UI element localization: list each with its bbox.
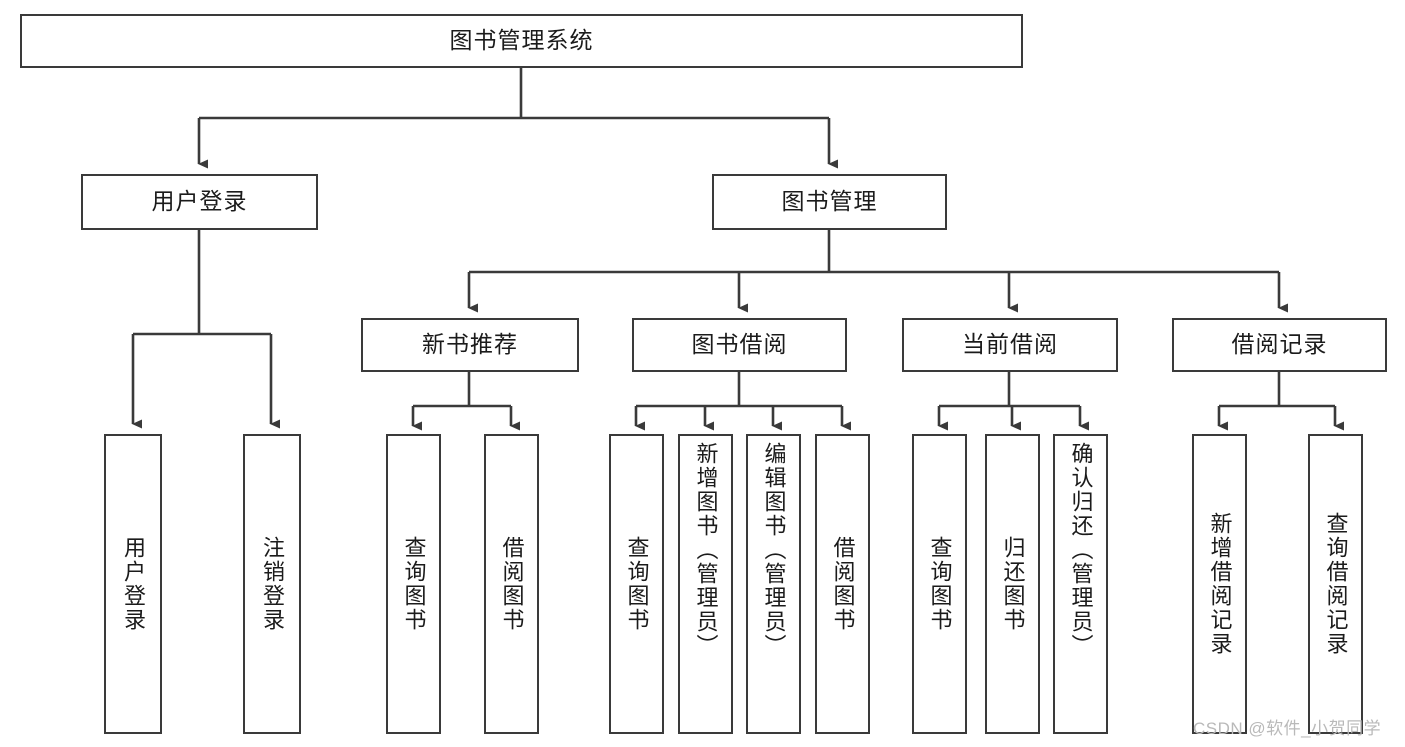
node-book-borrow-label: 图书借阅 (691, 331, 788, 358)
node-leaf-add-book-admin-label: 新增图书（管理员） (693, 442, 719, 658)
node-leaf-query-books-recommend[interactable]: 查询图书 (386, 434, 441, 734)
node-current-borrow[interactable]: 当前借阅 (902, 318, 1118, 372)
node-borrow-records[interactable]: 借阅记录 (1172, 318, 1387, 372)
node-leaf-user-login[interactable]: 用户登录 (104, 434, 162, 734)
node-leaf-logout-label: 注销登录 (260, 536, 285, 632)
node-leaf-edit-book-admin[interactable]: 编辑图书（管理员） (746, 434, 801, 734)
node-leaf-borrow-books-borrow[interactable]: 借阅图书 (815, 434, 870, 734)
node-leaf-edit-book-admin-label: 编辑图书（管理员） (761, 442, 787, 658)
node-leaf-add-borrow-record-label: 新增借阅记录 (1207, 512, 1233, 656)
node-leaf-query-books-recommend-label: 查询图书 (401, 536, 427, 632)
node-leaf-query-books-borrow[interactable]: 查询图书 (609, 434, 664, 734)
node-leaf-borrow-books-recommend-label: 借阅图书 (499, 536, 525, 632)
node-book-management[interactable]: 图书管理 (712, 174, 947, 230)
node-new-book-recommend[interactable]: 新书推荐 (361, 318, 579, 372)
node-leaf-query-borrow-record-label: 查询借阅记录 (1323, 512, 1349, 656)
node-leaf-borrow-books-borrow-label: 借阅图书 (830, 536, 856, 632)
node-current-borrow-label: 当前借阅 (962, 331, 1058, 358)
node-leaf-borrow-books-recommend[interactable]: 借阅图书 (484, 434, 539, 734)
node-leaf-return-books[interactable]: 归还图书 (985, 434, 1040, 734)
node-leaf-query-books-current[interactable]: 查询图书 (912, 434, 967, 734)
node-leaf-return-books-label: 归还图书 (1000, 536, 1026, 632)
node-leaf-query-books-current-label: 查询图书 (927, 536, 953, 632)
node-leaf-user-login-label: 用户登录 (121, 536, 146, 632)
node-leaf-add-borrow-record[interactable]: 新增借阅记录 (1192, 434, 1247, 734)
node-leaf-confirm-return-admin-label: 确认归还（管理员） (1068, 442, 1094, 658)
node-new-book-recommend-label: 新书推荐 (422, 331, 518, 358)
node-borrow-records-label: 借阅记录 (1231, 331, 1328, 358)
node-root[interactable]: 图书管理系统 (20, 14, 1023, 68)
node-leaf-query-borrow-record[interactable]: 查询借阅记录 (1308, 434, 1363, 734)
node-leaf-add-book-admin[interactable]: 新增图书（管理员） (678, 434, 733, 734)
node-leaf-logout[interactable]: 注销登录 (243, 434, 301, 734)
node-leaf-query-books-borrow-label: 查询图书 (624, 536, 650, 632)
node-user-login-label: 用户登录 (151, 188, 248, 215)
node-root-label: 图书管理系统 (449, 27, 594, 54)
node-user-login[interactable]: 用户登录 (81, 174, 318, 230)
csdn-watermark: CSDN @软件_小贺同学 (1193, 719, 1382, 738)
node-leaf-confirm-return-admin[interactable]: 确认归还（管理员） (1053, 434, 1108, 734)
node-book-management-label: 图书管理 (781, 188, 878, 215)
node-book-borrow[interactable]: 图书借阅 (632, 318, 847, 372)
